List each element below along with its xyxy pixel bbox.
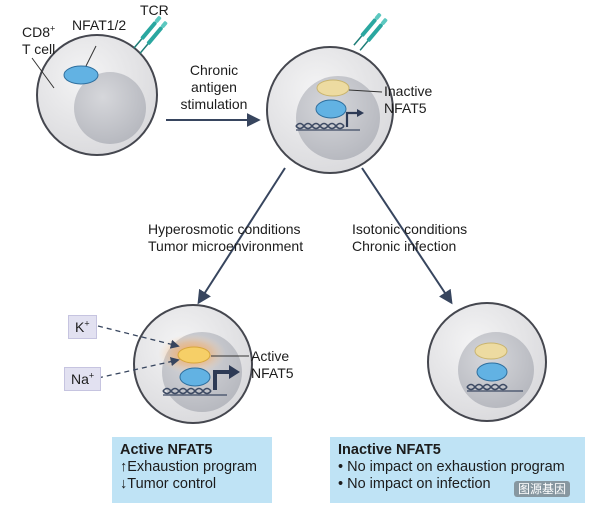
na-ion-superscript: + — [88, 370, 95, 381]
nfat5-active-protein — [177, 346, 211, 364]
inactive-outcome-title: Inactive NFAT5 — [338, 442, 441, 458]
na-ion-badge: Na+ — [64, 367, 102, 391]
inactive-nfat5-label: Inactive NFAT5 — [384, 83, 432, 117]
isotonic-label: Isotonic conditions Chronic infection — [352, 221, 467, 255]
cell-active — [133, 304, 253, 424]
active-outcome-line-1: ↑Exhaustion program — [120, 459, 258, 475]
hyperosmotic-line-1: Hyperosmotic conditions — [148, 221, 301, 237]
k-ion-badge: K+ — [68, 315, 97, 339]
branch-arrow-isotonic — [361, 167, 453, 305]
cell-resting — [36, 34, 158, 156]
inactive-outcome-line-1: • No impact on exhaustion program — [338, 459, 565, 475]
cd8-superscript: + — [50, 23, 56, 34]
t-cell-label: T cell — [22, 41, 56, 57]
inactive-nfat5-leader-line — [348, 89, 383, 93]
inactive-nfat5-line-1: Inactive — [384, 83, 433, 99]
chronic-stim-line-2: antigen — [191, 79, 237, 95]
na-ion-text: Na — [71, 371, 89, 387]
active-nfat5-line-1: Active — [251, 348, 290, 364]
branch-arrow-hyperosmotic — [197, 167, 286, 305]
nfat12-label: NFAT1/2 — [72, 17, 127, 33]
isotonic-line-1: Isotonic conditions — [352, 221, 468, 237]
nfat-blue-protein-inactive — [476, 362, 508, 382]
watermark-badge: 图源基因 — [514, 481, 571, 497]
active-outcome-line-2: ↓Tumor control — [120, 476, 217, 492]
dna-helix-icon — [295, 122, 360, 131]
inactive-outcome-line-2: • No impact on infection — [338, 476, 491, 492]
cd8-label: CD8+ — [22, 24, 55, 41]
isotonic-line-2: Chronic infection — [352, 238, 457, 254]
cd8-text: CD8 — [22, 24, 51, 40]
nfat12-protein — [63, 65, 99, 85]
dna-helix-icon-inactive — [466, 383, 523, 392]
nfat5-inactive-protein-2 — [474, 342, 508, 360]
transcription-arrow-icon-active — [213, 370, 231, 390]
dna-helix-icon-active — [162, 387, 227, 396]
active-nfat5-line-2: NFAT5 — [251, 365, 294, 381]
cell-chronic — [266, 46, 394, 174]
na-ion-dashed-arrow — [97, 357, 180, 379]
cell-inactive — [427, 302, 547, 422]
k-ion-dashed-arrow — [97, 325, 180, 349]
active-nfat5-label: Active NFAT5 — [251, 348, 294, 382]
inactive-outcome-box: Inactive NFAT5 • No impact on exhaustion… — [330, 437, 585, 503]
tcr-label: TCR — [140, 2, 169, 18]
inactive-nfat5-line-2: NFAT5 — [384, 100, 427, 116]
nfat-blue-protein — [315, 99, 347, 119]
cd8-leader-line — [31, 57, 55, 89]
tcr-receptor-icon-2 — [353, 13, 388, 51]
nfat-blue-protein-active — [179, 367, 211, 387]
nfat5-inactive-protein — [316, 79, 350, 97]
nfat12-leader-line — [85, 45, 97, 67]
chronic-stim-label: Chronic antigen stimulation — [172, 62, 256, 113]
k-ion-superscript: + — [84, 318, 90, 329]
chronic-stim-line-3: stimulation — [180, 96, 248, 112]
k-ion-text: K — [75, 319, 85, 335]
chronic-stim-line-1: Chronic — [189, 62, 239, 78]
tcr-receptor-icon — [133, 16, 168, 54]
hyperosmotic-label: Hyperosmotic conditions Tumor microenvir… — [148, 221, 303, 255]
hyperosmotic-line-2: Tumor microenvironment — [148, 238, 304, 254]
active-outcome-title: Active NFAT5 — [120, 442, 213, 458]
active-outcome-box: Active NFAT5 ↑Exhaustion program ↓Tumor … — [112, 437, 272, 503]
transcription-arrow-icon — [345, 111, 358, 127]
